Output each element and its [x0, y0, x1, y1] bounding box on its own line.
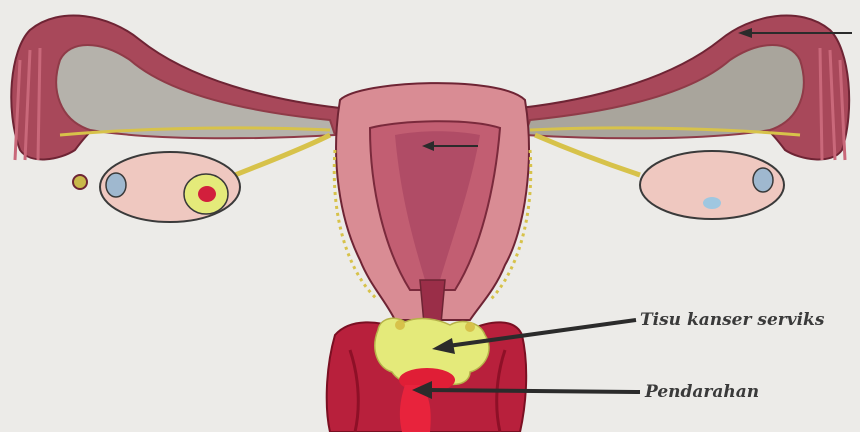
- label-cancer-tissue: Tisu kanser serviks: [640, 310, 824, 330]
- label-bleeding: Pendarahan: [645, 382, 759, 402]
